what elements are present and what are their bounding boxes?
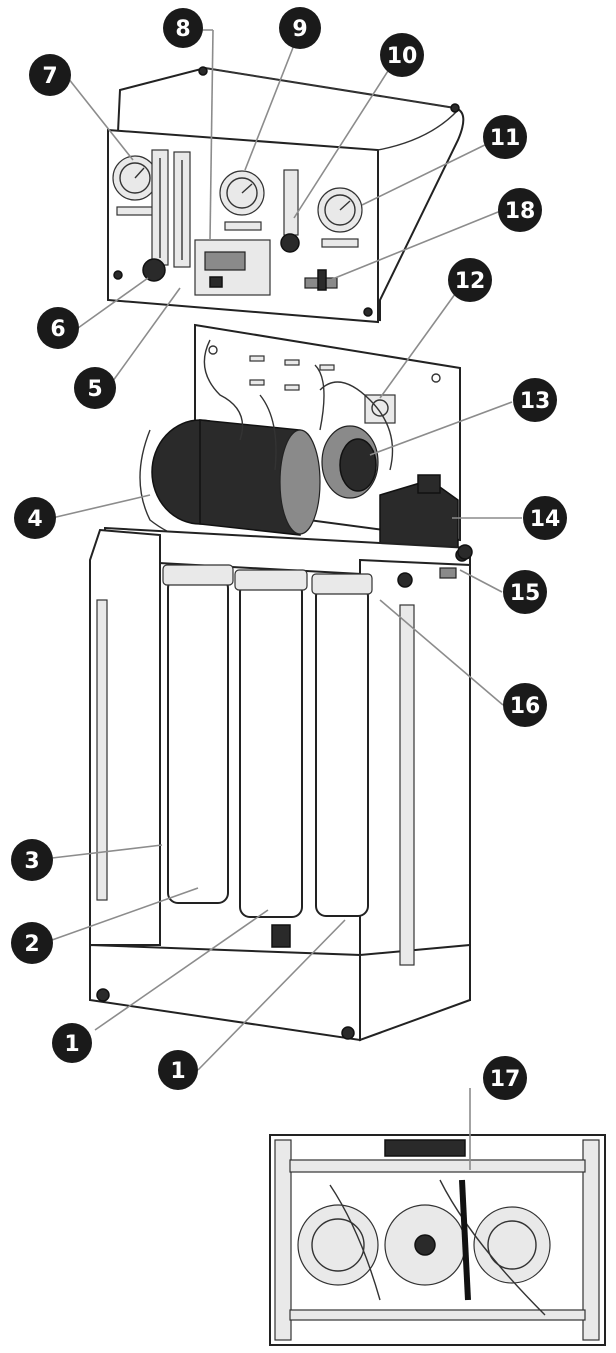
callout-1-lower-left: 1 (52, 1023, 92, 1063)
callout-7: 7 (29, 54, 71, 96)
svg-text:14: 14 (530, 507, 561, 532)
controller-display (194, 239, 271, 296)
flowmeter-left (151, 149, 169, 266)
filter-housing-2 (234, 569, 308, 948)
callout-6: 6 (37, 307, 79, 349)
leader-lines (51, 29, 522, 1170)
flush-valve (304, 269, 338, 291)
callout-2: 2 (11, 922, 53, 964)
svg-text:8: 8 (175, 17, 190, 42)
pressure-gauge-middle (219, 170, 265, 231)
svg-text:4: 4 (27, 507, 42, 532)
svg-text:9: 9 (292, 17, 307, 42)
pressure-gauge-right (317, 187, 363, 248)
svg-text:13: 13 (520, 389, 551, 414)
callout-8: 8 (163, 8, 203, 48)
svg-text:15: 15 (510, 581, 541, 606)
flowmeter-small (280, 169, 300, 253)
svg-text:18: 18 (505, 199, 536, 224)
pump-head-2 (384, 1204, 466, 1286)
callout-13: 13 (513, 378, 557, 422)
callout-14: 14 (523, 496, 567, 540)
callout-1-lower-right: 1 (158, 1050, 198, 1090)
callout-12: 12 (448, 258, 492, 302)
svg-text:5: 5 (87, 377, 102, 402)
pump-head-3 (473, 1206, 551, 1284)
svg-text:1: 1 (64, 1032, 79, 1057)
callout-15: 15 (503, 570, 547, 614)
bottom-tubing (329, 1179, 546, 1316)
svg-text:7: 7 (42, 64, 57, 89)
callout-4: 4 (14, 497, 56, 539)
callout-11: 11 (483, 115, 527, 159)
callout-9: 9 (279, 7, 321, 49)
callout-5: 5 (74, 367, 116, 409)
callout-18: 18 (498, 188, 542, 232)
filter-housing-1 (162, 564, 234, 904)
svg-text:2: 2 (24, 932, 39, 957)
callout-3: 3 (11, 839, 53, 881)
svg-text:17: 17 (490, 1067, 521, 1092)
outlet-fittings (397, 544, 473, 588)
svg-text:10: 10 (387, 44, 418, 69)
callout-17: 17 (483, 1056, 527, 1100)
callout-16: 16 (503, 683, 547, 727)
callout-10: 10 (380, 33, 424, 77)
svg-text:6: 6 (50, 317, 65, 342)
filter-housing-3 (311, 573, 373, 917)
ro-membrane-housing (151, 419, 321, 536)
control-panel (107, 66, 465, 324)
pump-head-1 (297, 1204, 379, 1286)
booster-pump (321, 425, 379, 499)
flowmeter-right (173, 151, 191, 268)
svg-text:3: 3 (24, 849, 39, 874)
svg-text:12: 12 (455, 269, 486, 294)
svg-text:16: 16 (510, 694, 541, 719)
flow-valve-knob-left (142, 258, 166, 282)
svg-text:11: 11 (490, 126, 521, 151)
svg-text:1: 1 (170, 1059, 185, 1084)
frame (89, 528, 471, 1042)
